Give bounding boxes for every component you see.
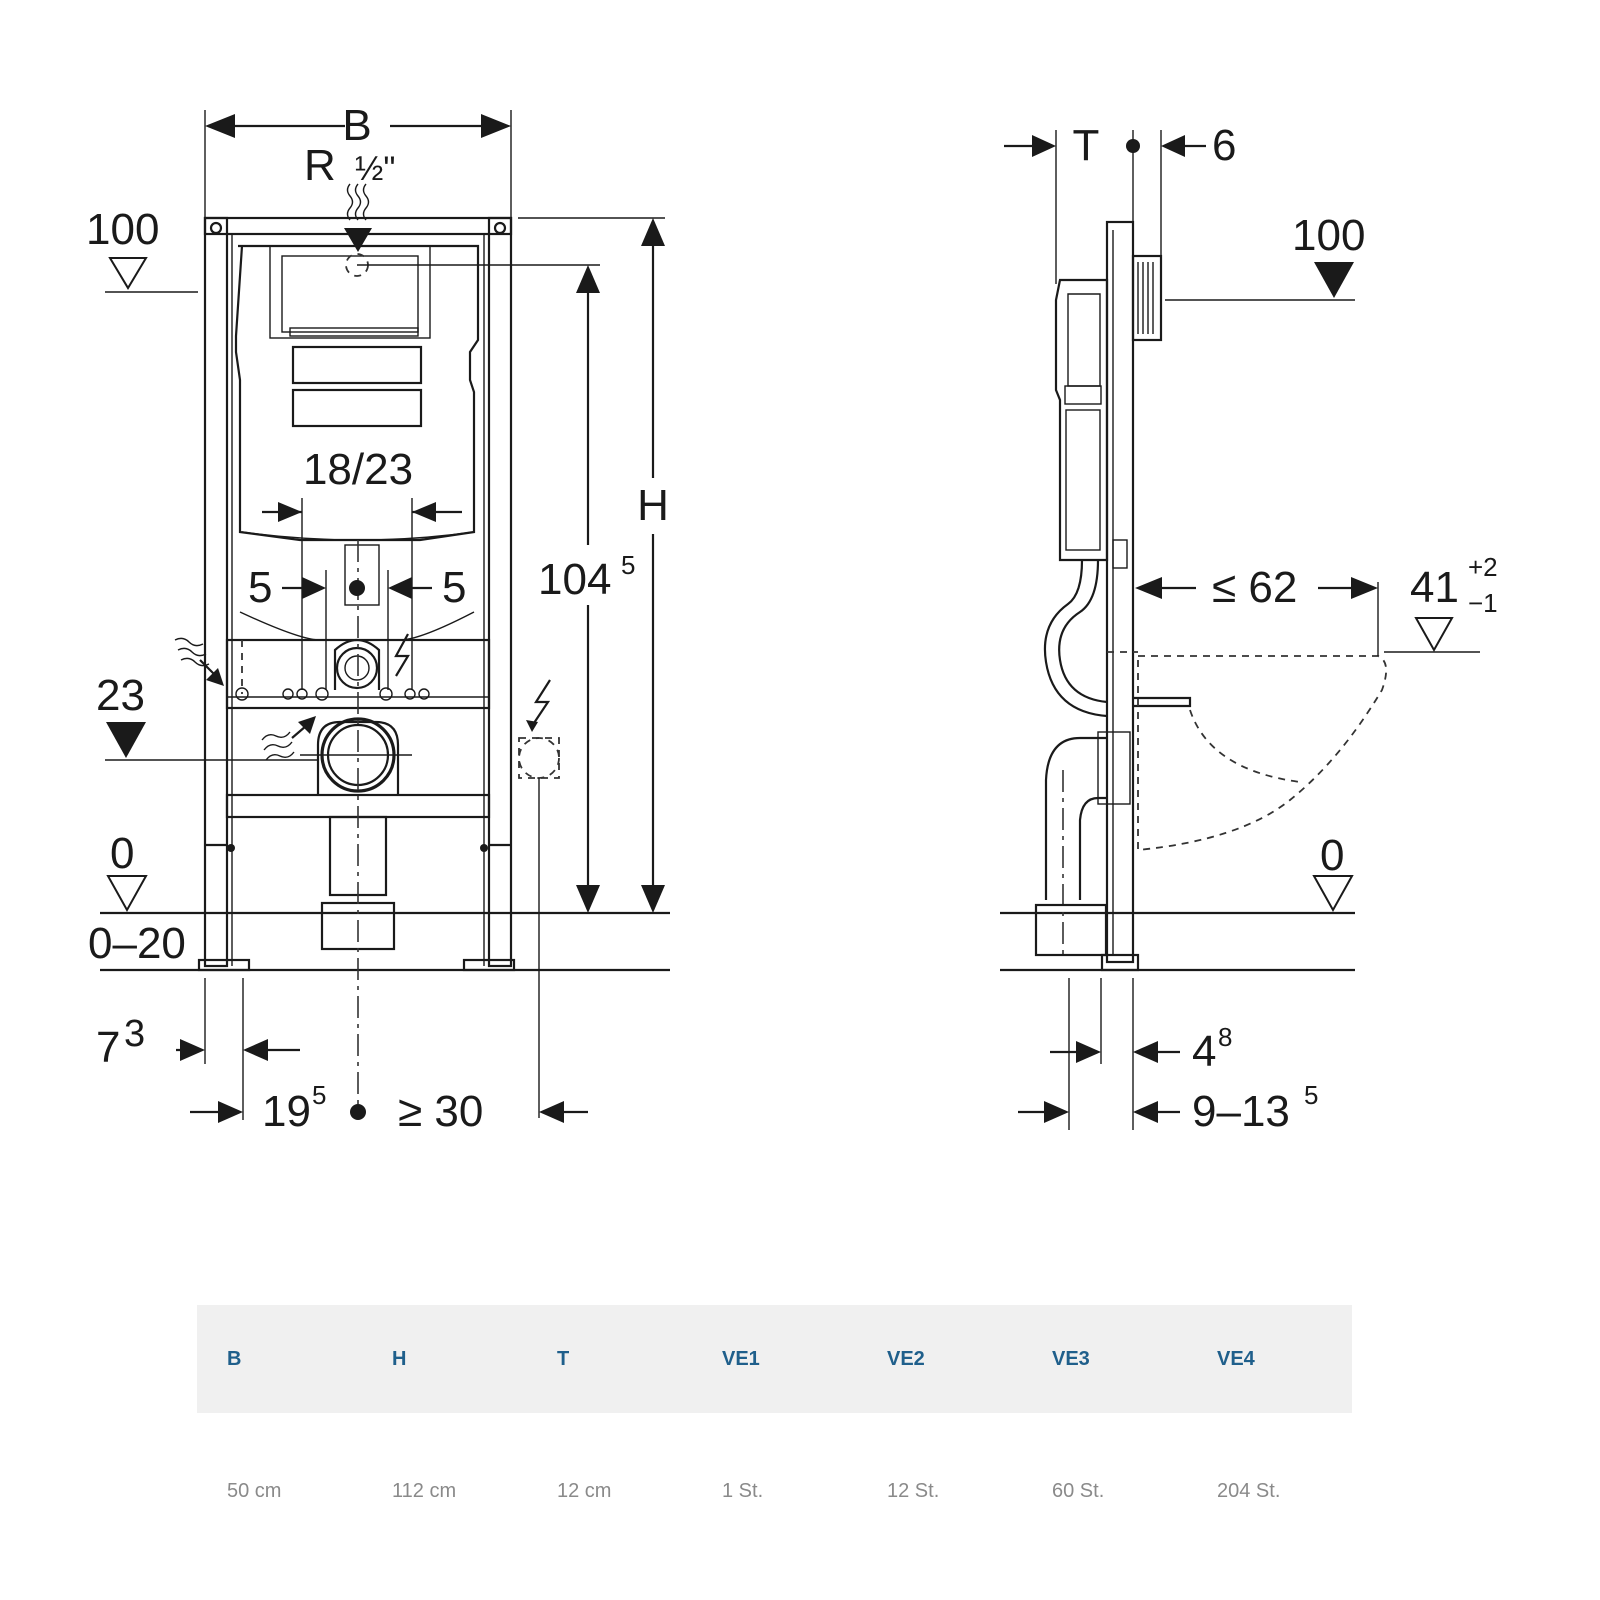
front-view: B R ½" 100 18/23 5 5 104 5 bbox=[86, 101, 676, 1136]
header-ve1: VE1 bbox=[722, 1347, 760, 1370]
dim-6-label: 6 bbox=[1212, 121, 1236, 170]
technical-drawing: B R ½" 100 18/23 5 5 104 5 bbox=[86, 101, 1498, 1136]
side-level-100-label: 100 bbox=[1292, 211, 1365, 260]
water-symbol-left bbox=[174, 637, 224, 686]
value-ve4: 204 St. bbox=[1217, 1479, 1281, 1502]
side-level-100-marker bbox=[1314, 262, 1354, 298]
value-ve3: 60 St. bbox=[1052, 1479, 1105, 1502]
level-23-marker bbox=[106, 722, 146, 758]
spec-table-row: 50 cm 112 cm 12 cm 1 St. 12 St. 60 St. 2… bbox=[197, 1413, 1352, 1569]
tol-plus-label: +2 bbox=[1468, 552, 1498, 582]
range-9-13-label: 9–13 bbox=[1192, 1087, 1290, 1136]
side-drain bbox=[1034, 731, 1131, 960]
flush-pipe-stub bbox=[1133, 696, 1192, 708]
level-23-label: 23 bbox=[96, 671, 145, 720]
fittings bbox=[235, 638, 430, 701]
value-ve1: 1 St. bbox=[722, 1479, 764, 1502]
wc-bowl-outline bbox=[1137, 655, 1388, 851]
dim-h-label: H bbox=[637, 481, 669, 530]
dim-t-label: T bbox=[1073, 121, 1100, 170]
water-symbol-bottom bbox=[261, 716, 316, 761]
spec-table-header: B H T VE1 VE2 VE3 VE4 bbox=[197, 1305, 1352, 1413]
dim-19-sup: 5 bbox=[312, 1080, 326, 1110]
side-frame bbox=[1100, 220, 1163, 972]
range-0-20-label: 0–20 bbox=[88, 919, 186, 968]
dim-7-label: 7 bbox=[96, 1023, 120, 1072]
header-t: T bbox=[557, 1347, 570, 1370]
value-b: 50 cm bbox=[227, 1479, 282, 1502]
value-t: 12 cm bbox=[557, 1479, 612, 1502]
dim-4-label: 4 bbox=[1192, 1027, 1216, 1076]
header-b: B bbox=[227, 1347, 242, 1370]
installation-frame bbox=[197, 216, 516, 972]
side-cistern bbox=[1054, 278, 1109, 562]
dim-left-5-label: 5 bbox=[248, 563, 272, 612]
electric-symbol-front bbox=[394, 633, 410, 677]
cistern bbox=[234, 244, 480, 641]
side-view: T 6 100 ≤ 62 41 +2 −1 0 4 8 bbox=[1000, 121, 1498, 1136]
level-41-marker bbox=[1414, 617, 1454, 653]
tol-minus-label: −1 bbox=[1468, 588, 1498, 618]
level-0-marker bbox=[106, 875, 148, 913]
dim-19-label: 19 bbox=[262, 1087, 311, 1136]
thread-half-label: ½" bbox=[355, 150, 395, 188]
header-ve2: VE2 bbox=[887, 1347, 925, 1370]
header-ve3: VE3 bbox=[1052, 1347, 1090, 1370]
value-h: 112 cm bbox=[392, 1479, 457, 1502]
flush-pipe-bend bbox=[1058, 559, 1108, 704]
dim-104-label: 104 bbox=[538, 555, 611, 604]
center-point bbox=[349, 580, 365, 596]
level-0-label: 0 bbox=[110, 829, 134, 878]
side-level-0-marker bbox=[1312, 875, 1354, 913]
electrical-box bbox=[518, 679, 560, 1118]
range-9-13-sup: 5 bbox=[1304, 1080, 1318, 1110]
level-100-label: 100 bbox=[86, 205, 159, 254]
dim-104-sup: 5 bbox=[621, 550, 635, 580]
drain-connection bbox=[300, 540, 412, 1110]
level-100-marker bbox=[108, 257, 148, 290]
dim-right-5-label: 5 bbox=[442, 563, 466, 612]
max-62-label: ≤ 62 bbox=[1212, 563, 1297, 612]
side-level-0-label: 0 bbox=[1320, 831, 1344, 880]
thread-r-label: R bbox=[304, 141, 336, 190]
dim-7-sup: 3 bbox=[124, 1013, 145, 1055]
dim-18-23-label: 18/23 bbox=[303, 445, 413, 494]
dim-4-sup: 8 bbox=[1218, 1022, 1232, 1052]
spec-table: B H T VE1 VE2 VE3 VE4 50 cm 112 cm 12 cm… bbox=[197, 1305, 1352, 1569]
header-ve4: VE4 bbox=[1217, 1347, 1255, 1370]
header-h: H bbox=[392, 1347, 407, 1370]
water-symbol-top bbox=[344, 183, 372, 252]
min-30-label: ≥ 30 bbox=[398, 1087, 483, 1136]
level-41-label: 41 bbox=[1410, 563, 1459, 612]
dim-b-label: B bbox=[342, 101, 371, 150]
value-ve2: 12 St. bbox=[887, 1479, 940, 1502]
